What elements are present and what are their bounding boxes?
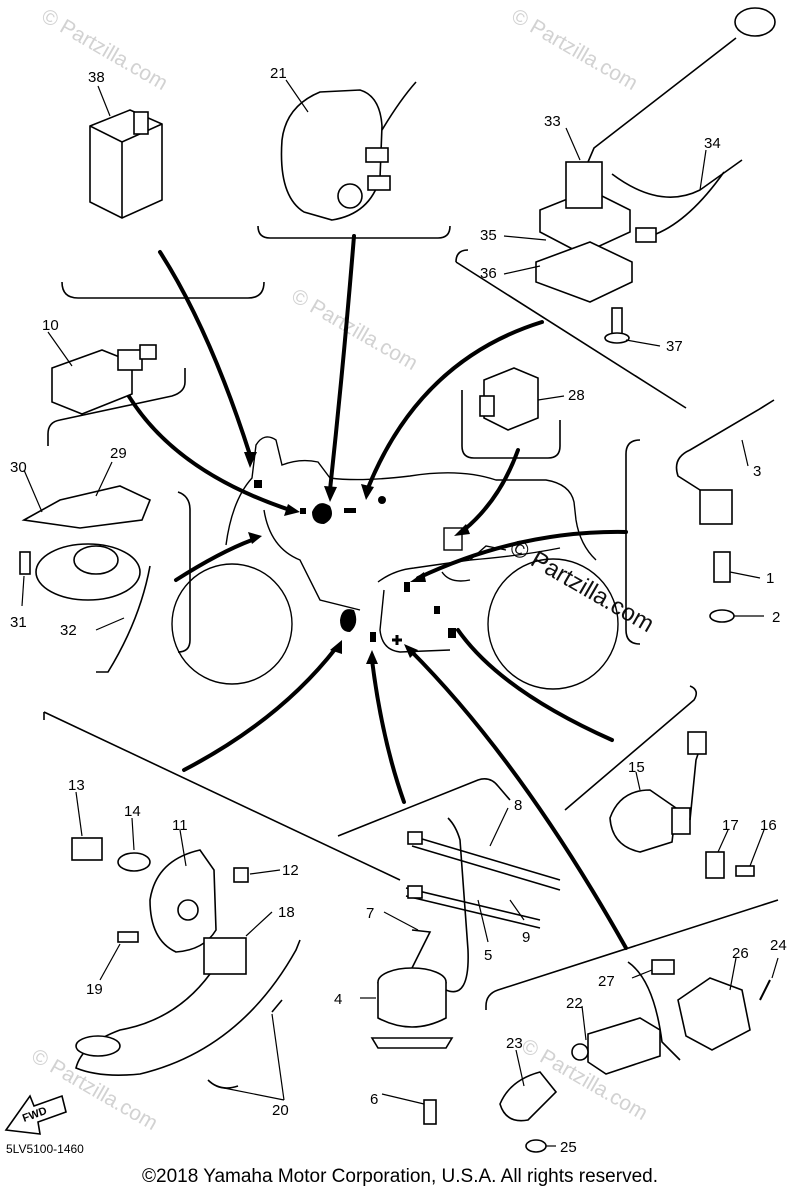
callout-21: 21 bbox=[270, 65, 287, 82]
callout-7: 7 bbox=[366, 905, 374, 922]
callout-6: 6 bbox=[370, 1091, 378, 1108]
callout-20: 20 bbox=[272, 1102, 289, 1119]
pickup-coil-11-icon bbox=[71, 837, 301, 1089]
callout-36: 36 bbox=[480, 265, 497, 282]
callout-22: 22 bbox=[566, 995, 583, 1012]
callout-5: 5 bbox=[484, 947, 492, 964]
callout-34: 34 bbox=[704, 135, 721, 152]
callout-12: 12 bbox=[282, 862, 299, 879]
callout-numbers: 1 2 3 4 5 6 7 8 9 10 11 12 13 14 15 16 1… bbox=[10, 65, 787, 1156]
callout-9: 9 bbox=[522, 929, 530, 946]
bike-connectors bbox=[254, 480, 463, 645]
callout-30: 30 bbox=[10, 459, 27, 476]
callout-35: 35 bbox=[480, 227, 497, 244]
callout-17: 17 bbox=[722, 817, 739, 834]
leader-lines bbox=[122, 234, 628, 950]
relay-38-icon bbox=[89, 109, 163, 219]
horn-30-icon bbox=[19, 485, 152, 673]
callout-11: 11 bbox=[172, 817, 188, 834]
watermark: © Partzilla.com bbox=[288, 284, 422, 375]
brake-switch-22-icon bbox=[499, 959, 771, 1153]
callout-8: 8 bbox=[514, 797, 522, 814]
copyright-notice: ©2018 Yamaha Motor Corporation, U.S.A. A… bbox=[142, 1166, 658, 1187]
watermark: © Partzilla.com bbox=[28, 1044, 162, 1135]
callout-25: 25 bbox=[560, 1139, 577, 1156]
callout-leaders bbox=[21, 79, 779, 1147]
callout-24: 24 bbox=[770, 937, 787, 954]
sensor-10-icon bbox=[51, 344, 157, 415]
callout-26: 26 bbox=[732, 945, 749, 962]
neutral-switch-15-icon bbox=[609, 731, 755, 879]
starter-relay-21-icon bbox=[280, 81, 417, 221]
callout-2: 2 bbox=[772, 609, 780, 626]
callout-27: 27 bbox=[598, 973, 615, 990]
callout-16: 16 bbox=[760, 817, 777, 834]
callout-14: 14 bbox=[124, 803, 141, 820]
callout-10: 10 bbox=[42, 317, 59, 334]
callout-4: 4 bbox=[334, 991, 342, 1008]
callout-19: 19 bbox=[86, 981, 103, 998]
wire-bands-8-icon bbox=[405, 831, 561, 929]
callout-18: 18 bbox=[278, 904, 295, 921]
watermark-center: © Partzilla.com bbox=[505, 534, 659, 638]
callout-3: 3 bbox=[753, 463, 761, 480]
speed-sensor-3-icon bbox=[675, 399, 775, 623]
cut-relay-4-icon bbox=[370, 817, 469, 1125]
fuel-sender-33-icon bbox=[535, 7, 776, 303]
callout-29: 29 bbox=[110, 445, 127, 462]
callout-31: 31 bbox=[10, 614, 27, 631]
callout-37: 37 bbox=[666, 338, 683, 355]
callout-15: 15 bbox=[628, 759, 645, 776]
watermark: © Partzilla.com bbox=[508, 4, 642, 95]
flasher-28-icon bbox=[479, 367, 539, 431]
callout-23: 23 bbox=[506, 1035, 523, 1052]
callout-1: 1 bbox=[766, 570, 774, 587]
callout-13: 13 bbox=[68, 777, 85, 794]
bolt-37-icon bbox=[604, 307, 630, 344]
fwd-arrow-icon: FWD bbox=[4, 1094, 67, 1135]
callout-33: 33 bbox=[544, 113, 561, 130]
diagram-part-code: 5LV5100-1460 bbox=[6, 1142, 84, 1156]
callout-38: 38 bbox=[88, 69, 105, 86]
leader-arrowheads bbox=[244, 452, 470, 664]
callout-32: 32 bbox=[60, 622, 77, 639]
callout-28: 28 bbox=[568, 387, 585, 404]
group-brackets bbox=[43, 225, 779, 1010]
